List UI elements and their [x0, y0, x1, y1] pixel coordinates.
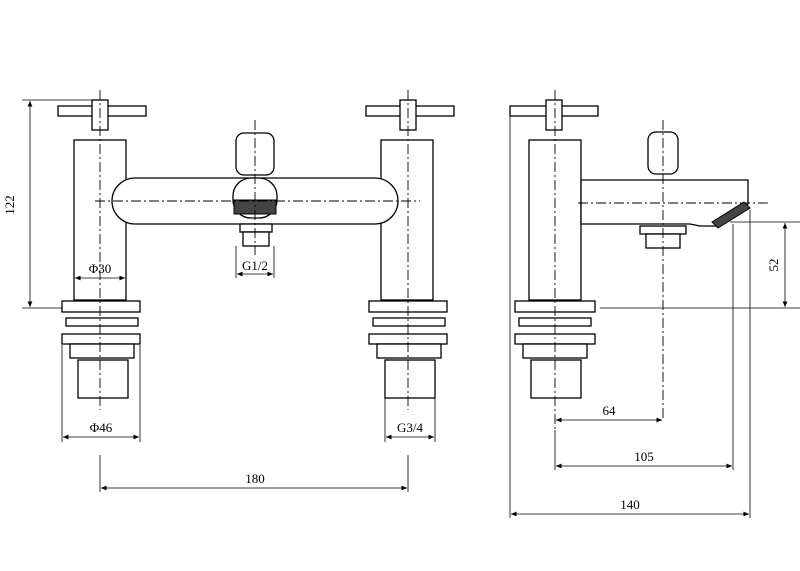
label-centres: 180: [245, 471, 265, 486]
label-tail-thread: G3/4: [397, 420, 424, 435]
side-view: 52 64 105 140: [509, 90, 800, 518]
label-pillar-dia: Φ30: [89, 261, 112, 276]
label-depth: 140: [620, 497, 640, 512]
label-reach-105: 105: [634, 449, 654, 464]
label-hose-thread: G1/2: [242, 258, 268, 273]
right-pillar: [365, 99, 455, 399]
left-pillar: [57, 99, 147, 399]
spout-aerator: [711, 201, 751, 229]
front-view: 122 Φ30 G1/2 Φ46 G3/4 180: [2, 90, 455, 492]
label-spout-height: 52: [766, 259, 781, 272]
label-reach-64: 64: [603, 403, 617, 418]
label-base-dia: Φ46: [90, 420, 113, 435]
label-height-122: 122: [2, 195, 17, 215]
